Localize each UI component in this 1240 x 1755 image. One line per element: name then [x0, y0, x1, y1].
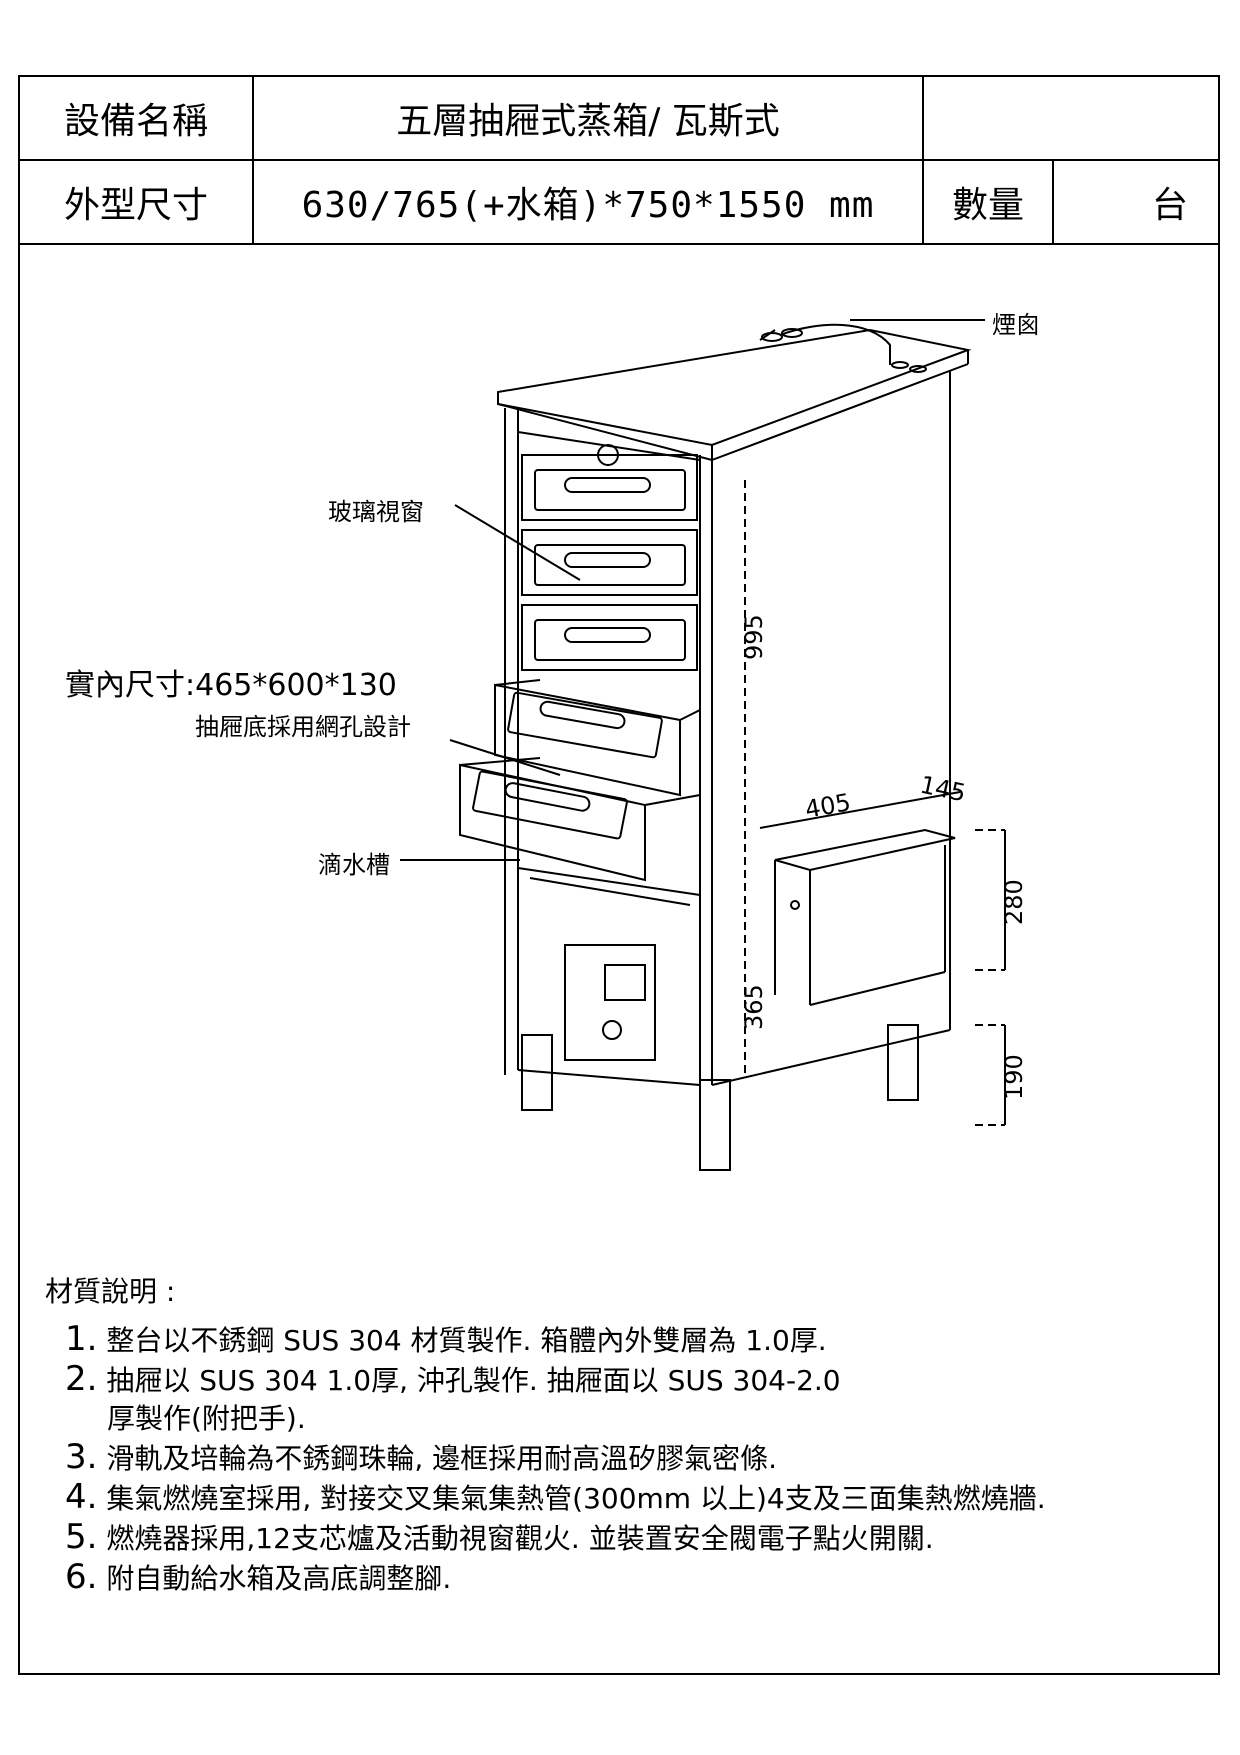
- note-item: 1. 整台以不銹鋼 SUS 304 材質製作. 箱體內外雙層為 1.0厚.: [65, 1319, 827, 1359]
- chimney-label: 煙囪: [992, 311, 1040, 339]
- quantity-unit: 台: [1054, 161, 1218, 245]
- dimension-lines: [744, 480, 1005, 1126]
- note-item: 3. 滑軌及培輪為不銹鋼珠輪, 邊框採用耐高溫矽膠氣密條.: [65, 1437, 778, 1477]
- equipment-name-label: 設備名稱: [20, 77, 254, 161]
- chimney: [759, 319, 985, 373]
- note-item: 4. 集氣燃燒室採用, 對接交叉集氣集熱管(300mm 以上)4支及三面集熱燃燒…: [65, 1477, 1046, 1517]
- dim-280: 280: [1000, 879, 1028, 925]
- drip-tray-label: 滴水槽: [318, 851, 390, 879]
- glass-window-label: 玻璃視窗: [328, 498, 424, 526]
- inner-size-label: 實內尺寸:465*600*130: [65, 668, 397, 703]
- note-item: 6. 附自動給水箱及高底調整腳.: [65, 1557, 452, 1597]
- equipment-name-blank: [924, 77, 1218, 161]
- dim-995: 995: [740, 614, 768, 660]
- water-tank: [774, 828, 956, 1006]
- body: [504, 370, 951, 1086]
- quantity-label: 數量: [924, 161, 1054, 245]
- note-item: 2. 抽屜以 SUS 304 1.0厚, 沖孔製作. 抽屜面以 SUS 304-…: [65, 1359, 841, 1399]
- outer-size-value: 630/765(+水箱)*750*1550 mm: [254, 161, 924, 245]
- material-notes: 材質說明 : 1. 整台以不銹鋼 SUS 304 材質製作. 箱體內外雙層為 1…: [45, 1270, 1215, 1598]
- top-plate: [497, 328, 972, 461]
- drawers-open: [459, 679, 701, 882]
- equipment-name-value: 五層抽屜式蒸箱/ 瓦斯式: [254, 77, 924, 161]
- drawers-closed: [521, 454, 698, 671]
- burner-section: [517, 867, 701, 1061]
- dim-190: 190: [1000, 1054, 1028, 1100]
- drawing-frame: 設備名稱 五層抽屜式蒸箱/ 瓦斯式 外型尺寸 630/765(+水箱)*750*…: [18, 75, 1220, 1675]
- leader-lines: [400, 504, 581, 861]
- dim-365: 365: [740, 984, 768, 1030]
- legs: [521, 1024, 919, 1171]
- dimension-arrows: [759, 791, 1006, 1125]
- drawer-mesh-label: 抽屜底採用網孔設計: [195, 713, 411, 741]
- outer-size-label: 外型尺寸: [20, 161, 254, 245]
- notes-title: 材質說明 :: [45, 1275, 176, 1308]
- note-item: 5. 燃燒器採用,12支芯爐及活動視窗觀火. 並裝置安全閥電子點火開關.: [65, 1517, 934, 1557]
- note-item: 厚製作(附把手).: [107, 1402, 306, 1435]
